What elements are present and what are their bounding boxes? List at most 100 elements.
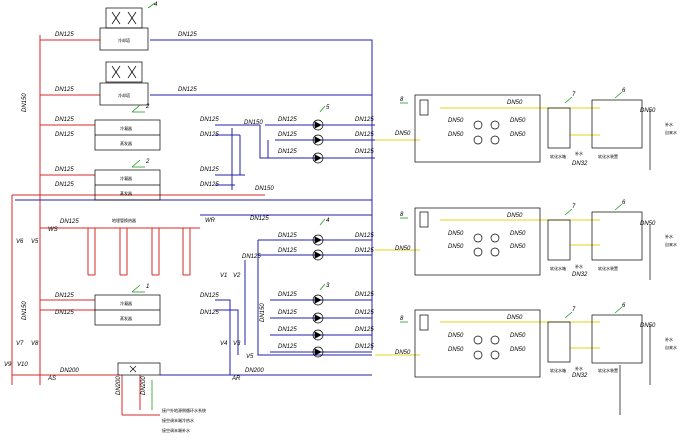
svg-text:7: 7 <box>572 307 576 313</box>
valve-tags: V6 V5 V7 V8 V9 V10 V1 V2 V4 V3 V5 <box>4 239 254 368</box>
svg-text:DN50: DN50 <box>510 132 526 138</box>
svg-text:V9: V9 <box>4 362 12 368</box>
svg-text:1: 1 <box>146 284 149 290</box>
svg-text:DN125: DN125 <box>250 216 269 222</box>
unit2-cond-label: 蒸发器 <box>120 190 132 196</box>
svg-text:DN200: DN200 <box>245 368 264 374</box>
svg-text:DN150: DN150 <box>22 93 28 112</box>
svg-text:DN50: DN50 <box>510 347 526 353</box>
unit2-evap-label: 冷凝器 <box>120 175 132 181</box>
svg-text:软化水箱: 软化水箱 <box>550 265 566 271</box>
unit3-evap-label: 冷凝器 <box>120 300 132 306</box>
svg-text:DN50: DN50 <box>448 231 464 237</box>
svg-text:DN50: DN50 <box>395 246 411 252</box>
drain-lines <box>619 110 651 415</box>
svg-text:8: 8 <box>400 212 404 218</box>
svg-text:DN125: DN125 <box>242 254 261 260</box>
svg-text:软化水装置: 软化水装置 <box>598 153 618 159</box>
svg-text:V5: V5 <box>246 354 254 360</box>
svg-text:DN50: DN50 <box>507 315 523 321</box>
svg-text:软化水装置: 软化水装置 <box>598 367 618 373</box>
svg-text:DN200: DN200 <box>141 376 147 395</box>
svg-text:DN125: DN125 <box>200 293 219 299</box>
svg-text:DN50: DN50 <box>510 231 526 237</box>
svg-text:DN50: DN50 <box>640 108 656 114</box>
svg-text:V10: V10 <box>17 362 28 368</box>
svg-text:DN125: DN125 <box>355 344 374 350</box>
svg-text:DN125: DN125 <box>55 132 74 138</box>
svg-text:DN125: DN125 <box>355 117 374 123</box>
svg-text:DN50: DN50 <box>510 118 526 124</box>
subsystem-block-3 <box>414 309 643 378</box>
svg-text:DN50: DN50 <box>510 244 526 250</box>
svg-text:补水: 补水 <box>575 263 583 269</box>
svg-text:软化水装置: 软化水装置 <box>598 265 618 271</box>
svg-text:自来水: 自来水 <box>665 241 677 247</box>
svg-text:DN200: DN200 <box>116 376 122 395</box>
svg-text:DN50: DN50 <box>448 347 464 353</box>
svg-text:V4: V4 <box>220 341 228 347</box>
svg-text:5: 5 <box>326 105 330 111</box>
svg-text:DN125: DN125 <box>278 132 297 138</box>
svg-text:DN125: DN125 <box>200 310 219 316</box>
svg-text:DN50: DN50 <box>507 100 523 106</box>
svg-text:DN150: DN150 <box>244 120 263 126</box>
svg-text:DN125: DN125 <box>200 182 219 188</box>
svg-text:V5: V5 <box>31 239 39 245</box>
svg-text:DN125: DN125 <box>200 132 219 138</box>
svg-text:DN125: DN125 <box>278 248 297 254</box>
wr-label: WR <box>205 218 216 224</box>
svg-text:DN125: DN125 <box>278 310 297 316</box>
heat-pump-unit-1 <box>94 119 161 151</box>
svg-text:DN125: DN125 <box>278 233 297 239</box>
svg-text:DN150: DN150 <box>255 186 274 192</box>
svg-text:DN200: DN200 <box>60 368 79 374</box>
svg-text:DN125: DN125 <box>55 167 74 173</box>
svg-text:DN125: DN125 <box>178 32 197 38</box>
svg-text:DN50: DN50 <box>395 350 411 356</box>
yellow-makeup-lines <box>375 107 600 356</box>
svg-text:自来水: 自来水 <box>665 129 677 135</box>
svg-text:DN50: DN50 <box>640 221 656 227</box>
svg-text:DN125: DN125 <box>355 292 374 298</box>
svg-text:DN125: DN125 <box>355 248 374 254</box>
svg-text:DN125: DN125 <box>200 167 219 173</box>
svg-text:DN125: DN125 <box>278 292 297 298</box>
cooling-tower-1 <box>99 7 149 51</box>
svg-text:自来水: 自来水 <box>665 344 677 350</box>
svg-text:DN50: DN50 <box>640 323 656 329</box>
heat-pump-unit-2 <box>94 169 161 201</box>
svg-text:V2: V2 <box>233 273 241 279</box>
cooling-tower-2 <box>99 61 149 106</box>
svg-text:4: 4 <box>326 218 330 224</box>
svg-text:6: 6 <box>622 88 626 94</box>
svg-text:6: 6 <box>622 200 626 206</box>
svg-text:DN50: DN50 <box>507 213 523 219</box>
svg-text:DN125: DN125 <box>355 149 374 155</box>
svg-text:DN50: DN50 <box>395 131 411 137</box>
svg-text:DN32: DN32 <box>572 161 588 167</box>
svg-text:软化水箱: 软化水箱 <box>550 367 566 373</box>
svg-text:8: 8 <box>400 97 404 103</box>
pump-group-c <box>312 294 324 358</box>
cooling-tower-label-1: 冷却塔 <box>118 37 130 43</box>
svg-text:接空调末端冷热水: 接空调末端冷热水 <box>162 417 194 423</box>
red-pipe-network <box>11 35 265 416</box>
bottom-notes: 接户外地源侧循环水系统 接空调末端冷热水 接空调末端补水 <box>162 407 206 433</box>
cooling-tower-label-2: 冷却塔 <box>118 92 130 98</box>
svg-text:DN125: DN125 <box>278 327 297 333</box>
svg-text:DN125: DN125 <box>355 233 374 239</box>
svg-text:软化水箱: 软化水箱 <box>550 153 566 159</box>
svg-text:DN50: DN50 <box>448 244 464 250</box>
svg-text:接空调末端补水: 接空调末端补水 <box>162 427 190 433</box>
svg-text:补水: 补水 <box>665 336 673 342</box>
svg-text:DN125: DN125 <box>278 344 297 350</box>
svg-text:DN150: DN150 <box>22 301 28 320</box>
ws-label: WS <box>48 227 58 233</box>
svg-text:DN50: DN50 <box>510 333 526 339</box>
svg-text:3: 3 <box>326 283 330 289</box>
svg-text:DN125: DN125 <box>200 117 219 123</box>
svg-text:DN125: DN125 <box>355 132 374 138</box>
subsystem-block-2 <box>414 207 643 276</box>
